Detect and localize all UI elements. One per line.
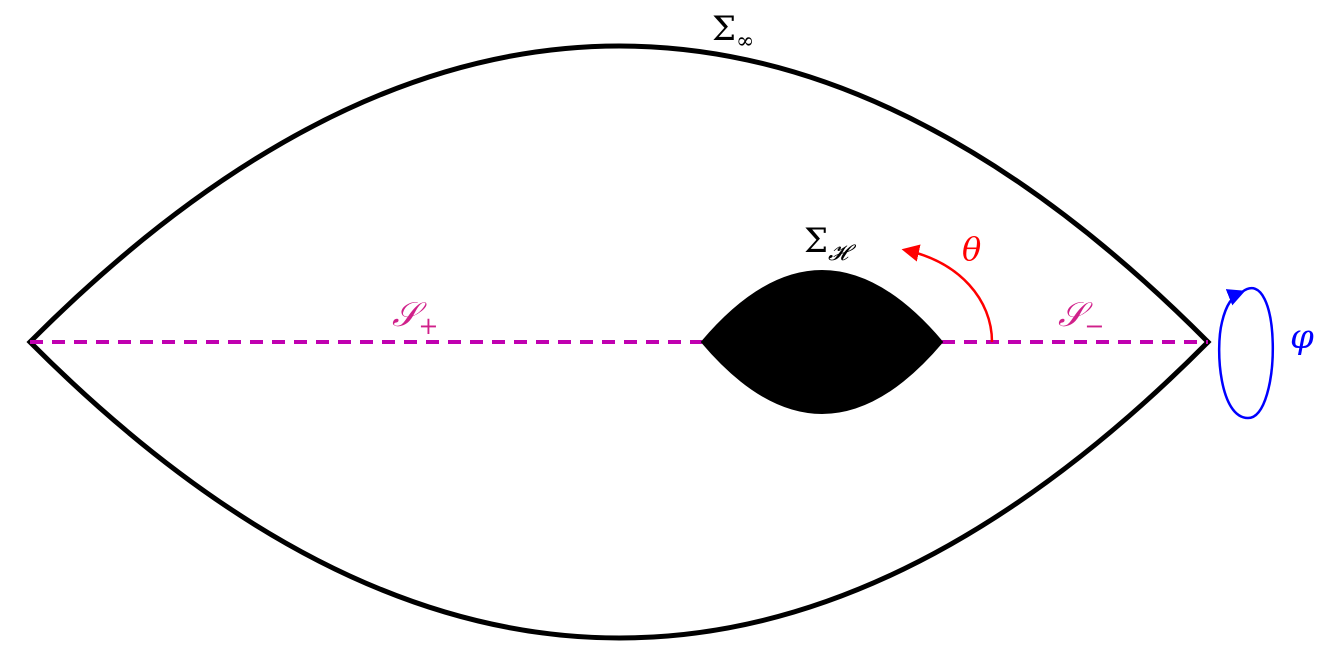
outer-boundary-label: Σ∞ — [712, 9, 754, 54]
horizon-label: Σ𝓗 — [804, 221, 857, 266]
theta-label: θ — [962, 230, 981, 268]
theta-arrow-icon — [901, 244, 994, 343]
axis-plus-label: 𝒮+ — [392, 295, 438, 340]
phi-label: φ — [1290, 317, 1314, 357]
horizon-region — [700, 270, 944, 414]
axis-minus-label: 𝒮− — [1058, 295, 1104, 340]
phi-rotation-icon — [1217, 287, 1274, 420]
